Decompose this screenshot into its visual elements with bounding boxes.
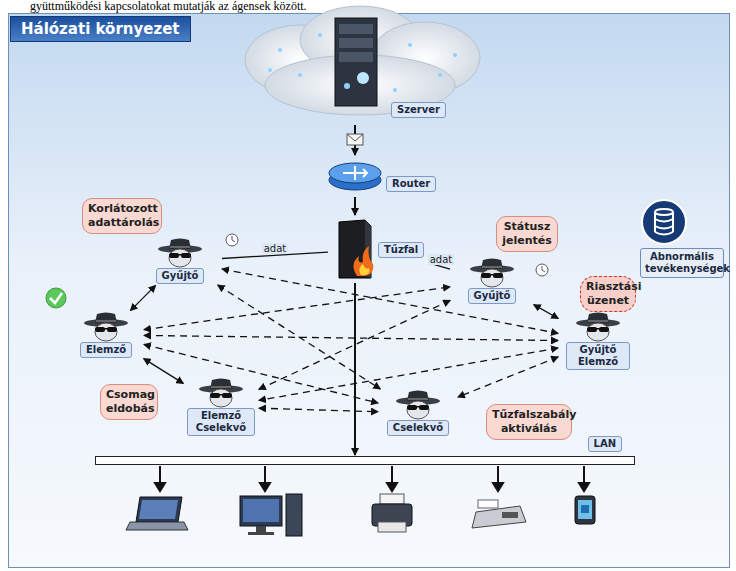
node-text: Csomag eldobás <box>106 388 152 416</box>
node-label: Elemző Cselekvő <box>187 408 255 436</box>
dashed-connector <box>222 269 558 333</box>
server-node: Szerver <box>325 6 465 124</box>
agent-node: Gyűjtő <box>140 238 220 284</box>
agent-icon <box>198 378 244 408</box>
connector <box>144 359 184 384</box>
lan-bus: LAN <box>95 456 635 465</box>
clock-icon <box>536 264 548 276</box>
icon-holder <box>335 218 375 284</box>
alarm-bubble: Riasztási üzenet <box>580 276 636 312</box>
node-label: LAN <box>588 436 622 452</box>
node-text: Tűzfalszabály aktiválás <box>492 408 566 436</box>
connector <box>534 305 559 319</box>
agent-node: Elemző Cselekvő <box>185 378 257 436</box>
node-label: Gyűjtő <box>468 288 517 304</box>
node-label: Gyűjtő <box>156 268 205 284</box>
node-label: Router <box>386 176 436 192</box>
node-label: Szerver <box>391 102 446 118</box>
device-arrows <box>155 466 589 491</box>
agent-node: Cselekvő <box>380 390 456 436</box>
agent-icon-holder <box>395 390 441 420</box>
node-text: Riasztási üzenet <box>586 280 630 308</box>
node-label: Cselekvő <box>387 420 449 436</box>
check-mark <box>46 288 66 308</box>
cloud <box>245 6 480 115</box>
agent-node: Gyűjtő <box>452 258 532 304</box>
server-icon <box>333 16 379 108</box>
agent-icon <box>469 258 515 288</box>
callout-bubble: Tűzfalszabály aktiválás <box>486 404 572 440</box>
node-label: Elemző <box>80 342 132 358</box>
clock-icon <box>226 234 238 246</box>
firewall-icon <box>335 218 375 280</box>
node-text: Abnormális tevékenységek <box>645 251 719 275</box>
dashed-connector <box>259 348 558 400</box>
firewall-node: Tűzfal <box>330 216 430 282</box>
callout-bubble: Státusz jelentés <box>496 216 558 252</box>
edge-label: adat <box>428 254 455 265</box>
dashed-connector <box>458 357 558 397</box>
icon-holder <box>327 160 383 196</box>
agent-icon-holder <box>575 312 621 342</box>
printer <box>372 494 412 532</box>
agent-node: Elemző <box>70 312 142 358</box>
database-icon <box>642 200 686 244</box>
callout-bubble: Csomag eldobás <box>100 384 158 420</box>
node-text: Státusz jelentés <box>502 220 552 248</box>
node-label: Tűzfal <box>378 242 424 258</box>
router-icon <box>327 160 383 192</box>
connector <box>130 285 155 310</box>
agent-icon-holder <box>157 238 203 268</box>
dashed-connector <box>259 300 450 389</box>
node-text: Korlátozott adattárolás <box>88 202 156 230</box>
node-label: Gyűjtő Elemző <box>566 342 630 370</box>
info-box: Abnormális tevékenységek <box>640 248 724 278</box>
desktop-computer <box>240 494 302 536</box>
agent-icon <box>575 312 621 342</box>
router-node: Router <box>320 156 440 196</box>
laptop <box>126 497 188 530</box>
connector <box>354 197 356 215</box>
agent-icon-holder <box>198 378 244 408</box>
agent-icon-holder <box>469 258 515 288</box>
agent-icon <box>83 312 129 342</box>
icon-holder <box>333 16 379 112</box>
tablet <box>575 496 595 524</box>
agent-icon-holder <box>83 312 129 342</box>
agent-icon <box>157 238 203 268</box>
dashed-connector <box>259 408 378 412</box>
fax-machine <box>472 500 526 528</box>
envelope-icon <box>347 134 363 145</box>
diagram-title: Hálózati környezet <box>10 16 191 42</box>
caption-fragment: gyüttműködési kapcsolatokat mutatják az … <box>30 0 307 14</box>
dashed-connector <box>144 287 450 330</box>
dashed-connector <box>144 335 558 340</box>
agent-icon <box>395 390 441 420</box>
callout-bubble: Korlátozott adattárolás <box>82 198 162 234</box>
dashed-connector <box>144 344 378 403</box>
connector <box>354 283 356 455</box>
agent-node: Gyűjtő Elemző <box>560 312 636 370</box>
edge-label: adat <box>262 243 289 254</box>
